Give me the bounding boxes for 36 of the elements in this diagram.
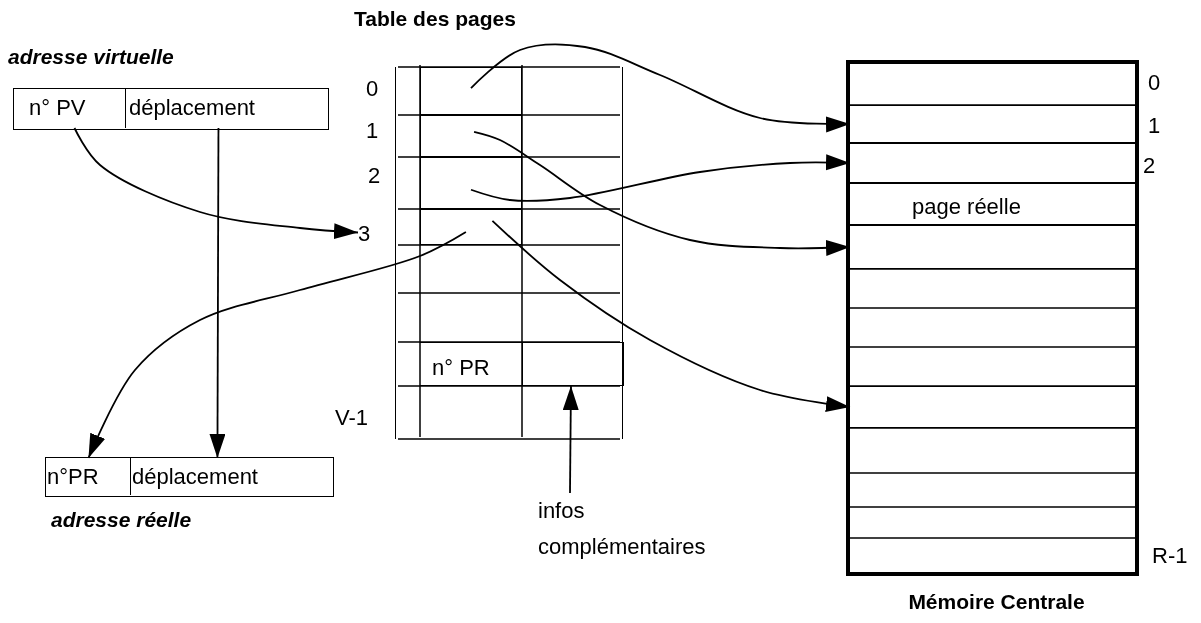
table-cell xyxy=(420,115,522,157)
arrow xyxy=(87,231,467,459)
diagram-heading: Mémoire Centrale xyxy=(907,590,1086,614)
arrow xyxy=(562,385,579,494)
row-number: 1 xyxy=(1148,113,1161,139)
page-frame xyxy=(850,225,1135,269)
field-label: n° PR xyxy=(432,355,490,381)
page-frame xyxy=(850,386,1135,428)
page-frame xyxy=(850,143,1135,183)
annotation-text: infos complémentaires xyxy=(538,493,738,563)
field-label: n° PV xyxy=(29,95,86,121)
page-frame xyxy=(850,105,1135,143)
row-number: 3 xyxy=(358,216,382,246)
row-number: 2 xyxy=(368,163,381,189)
page-frame xyxy=(850,183,1135,225)
row-number: 2 xyxy=(1143,153,1156,179)
row-number: V-1 xyxy=(335,405,369,431)
diagram-heading: adresse virtuelle xyxy=(8,45,174,69)
table-cell xyxy=(522,342,624,386)
address-field xyxy=(46,458,131,495)
arrow xyxy=(209,127,226,459)
table-cell xyxy=(420,209,522,245)
field-label: n°PR xyxy=(47,464,99,490)
row-number: 0 xyxy=(1148,70,1161,96)
row-number: 1 xyxy=(366,118,379,144)
diagram-heading: adresse réelle xyxy=(51,508,192,532)
row-number: 0 xyxy=(366,76,379,102)
field-label: déplacement xyxy=(129,95,255,121)
frame-label: page réelle xyxy=(912,194,1021,220)
table-cell xyxy=(420,342,522,386)
table-cell xyxy=(420,67,522,115)
diagram-heading: Table des pages xyxy=(354,7,516,31)
table-cell xyxy=(420,157,522,209)
arrow xyxy=(73,127,359,240)
row-number: R-1 xyxy=(1152,543,1188,569)
field-label: déplacement xyxy=(132,464,258,490)
